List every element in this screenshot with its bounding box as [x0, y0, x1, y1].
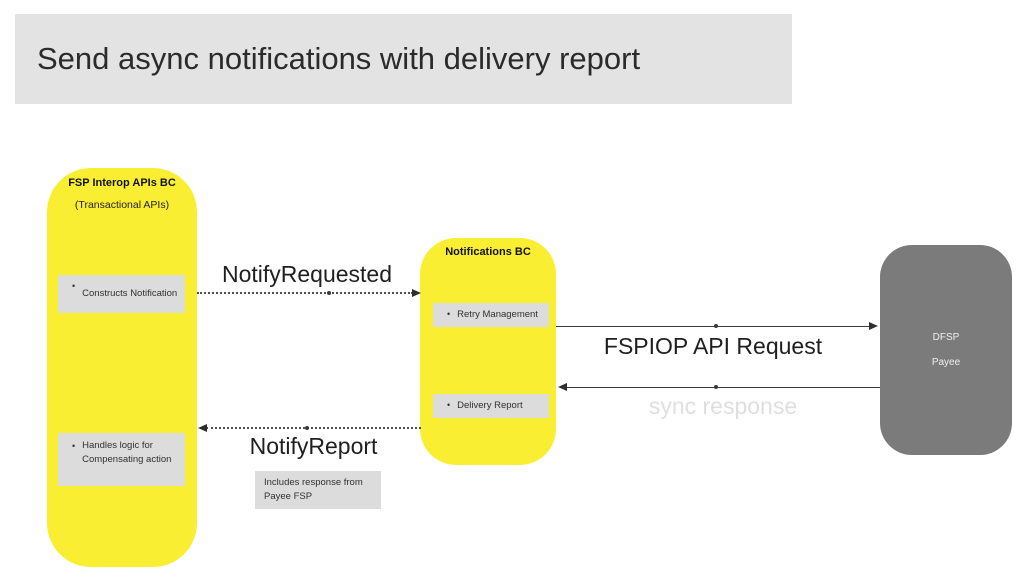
item-label: Delivery Report — [457, 400, 523, 411]
edge-sync-response-line — [566, 387, 880, 388]
page-title: Send async notifications with delivery r… — [37, 41, 641, 76]
node-dfsp-payee: DFSP Payee — [880, 245, 1012, 455]
node-fsp-title: FSP Interop APIs BC — [68, 177, 176, 189]
arrowhead-left-icon — [558, 383, 567, 391]
title-bar: Send async notifications with delivery r… — [15, 14, 792, 104]
payee-line: Payee — [931, 357, 961, 368]
arrowhead-right-icon — [412, 289, 421, 297]
fsp-item-handles-logic: • Handles logic for Compensating action — [58, 433, 185, 486]
arrowhead-left-icon — [198, 424, 207, 432]
edge-notify-report-line — [206, 427, 421, 429]
node-fsp-interop-apis-bc: FSP Interop APIs BC (Transactional APIs)… — [47, 168, 197, 567]
notifications-item-retry-management: • Retry Management — [433, 303, 549, 327]
item-label: Constructs Notification — [82, 288, 178, 299]
dfsp-payee-label: DFSP Payee — [880, 331, 1012, 370]
fsp-item-constructs-notification: • Constructs Notification — [58, 275, 185, 313]
notifications-item-delivery-report: • Delivery Report — [433, 394, 549, 418]
node-fsp-subtitle: (Transactional APIs) — [74, 199, 170, 211]
bullet-icon: • — [72, 281, 76, 291]
dfsp-line: DFSP — [932, 332, 960, 343]
node-notifications-title: Notifications BC — [445, 246, 531, 258]
edge-fspiop-line — [556, 326, 870, 327]
bullet-icon: • — [447, 309, 451, 319]
edge-fspiop-label: FSPIOP API Request — [603, 333, 823, 359]
edge-notify-requested-label: NotifyRequested — [221, 261, 393, 287]
midpoint-dot — [305, 426, 309, 430]
edge-sync-response-label: sync response — [648, 393, 798, 419]
node-notifications-bc: Notifications BC • Retry Management • De… — [420, 238, 556, 465]
edge-notify-report-label: NotifyReport — [249, 433, 378, 459]
midpoint-dot — [327, 291, 331, 295]
midpoint-dot — [714, 385, 718, 389]
midpoint-dot — [714, 324, 718, 328]
item-label: Retry Management — [457, 309, 538, 320]
note-text: Includes response from Payee FSP — [264, 477, 363, 502]
note-box: Includes response from Payee FSP — [255, 471, 381, 509]
bullet-icon: • — [447, 400, 451, 410]
arrowhead-right-icon — [869, 322, 878, 330]
edge-notify-requested-line — [197, 292, 413, 294]
bullet-icon: • — [72, 441, 76, 451]
item-label: Handles logic for Compensating action — [82, 440, 172, 465]
